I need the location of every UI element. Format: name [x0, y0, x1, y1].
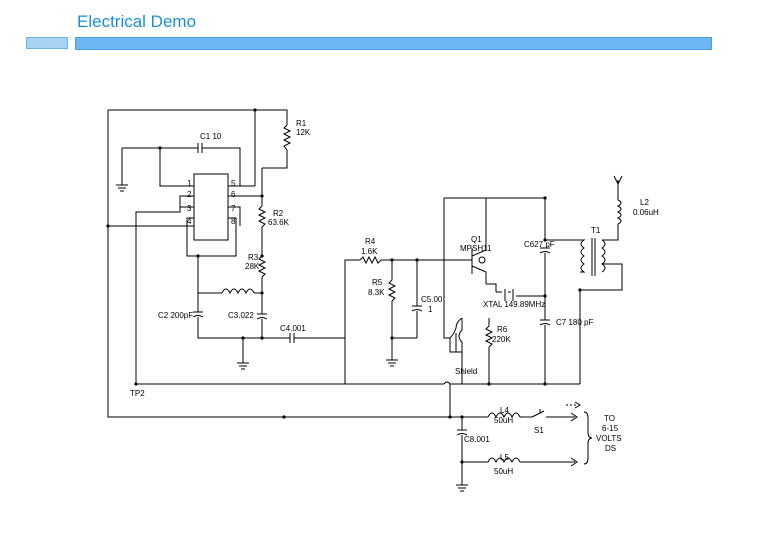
- c5-label: C5.00: [421, 295, 443, 304]
- c5-capacitor: [411, 260, 423, 338]
- r5-resistor: [386, 260, 417, 367]
- ic-pin-1: 1: [187, 179, 192, 188]
- r4-resistor: [344, 255, 456, 384]
- shield-inductor: [449, 317, 463, 384]
- q1-label: Q1: [471, 235, 482, 244]
- output-label-line1: TO: [604, 414, 615, 423]
- ic-pin-8: 8: [231, 217, 236, 226]
- r4-value: 1.6K: [361, 247, 378, 256]
- r1-label: R1: [296, 119, 307, 128]
- c3-capacitor: [256, 313, 268, 338]
- r2-label: R2: [273, 209, 284, 218]
- header-bar: [75, 37, 712, 50]
- page-title: Electrical Demo: [77, 12, 197, 31]
- ground-middle: [237, 338, 249, 370]
- c7-capacitor: [539, 319, 551, 384]
- ic-pin-2: 2: [187, 190, 192, 199]
- ic-pin-3: 3: [187, 204, 192, 213]
- l2-label: L2: [640, 198, 649, 207]
- c5-value: 1: [428, 305, 433, 314]
- r5-label: R5: [372, 278, 383, 287]
- c7-label: C7 180 pF: [556, 318, 593, 327]
- c4-capacitor: [262, 333, 345, 343]
- ic-pin-7: 7: [231, 204, 236, 213]
- r6-value: 220K: [492, 335, 511, 344]
- r5-value: 8.3K: [368, 288, 385, 297]
- l2-inductor: [613, 175, 623, 230]
- bottom-rail: [136, 381, 580, 430]
- r6-label: R6: [497, 325, 508, 334]
- ic-pin-6: 6: [231, 190, 236, 199]
- c8-capacitor: [456, 429, 468, 492]
- c1-label: C1 10: [200, 132, 222, 141]
- q1-value: MPSH11: [460, 244, 492, 253]
- outer-wires: [107, 109, 450, 418]
- r2-value: 63.6K: [268, 218, 290, 227]
- output-label-line3: VOLTS: [596, 434, 622, 443]
- l2-value: 0.06uH: [633, 208, 659, 217]
- l4-inductor: [462, 412, 532, 419]
- xtal-label: XTAL 149.89MHz: [483, 300, 545, 309]
- r4-label: R4: [365, 237, 376, 246]
- l5-inductor: [462, 457, 578, 467]
- output-arrow-top: [566, 401, 581, 409]
- r6-resistor: [484, 318, 494, 384]
- s1-label: S1: [534, 426, 544, 435]
- c6-capacitor: [539, 239, 580, 320]
- s1-switch: [531, 409, 578, 422]
- r1-value: 12K: [296, 128, 311, 137]
- r3-value: 28K: [245, 262, 260, 271]
- header-bar-left: [26, 37, 68, 49]
- tp2-label: TP2: [130, 389, 145, 398]
- r3-resistor: [257, 255, 267, 293]
- r1-resistor: [282, 124, 292, 151]
- c1-capacitor: [116, 143, 241, 192]
- l4-label: L4: [500, 406, 509, 415]
- output-brace: [583, 411, 593, 465]
- t1-transformer: [579, 230, 623, 384]
- junction-dots: [106, 108, 582, 464]
- l5-label: L5: [500, 453, 509, 462]
- l4-value: 50uH: [494, 416, 513, 425]
- l5-value: 50uH: [494, 467, 513, 476]
- output-label-line2: 6-15: [602, 424, 619, 433]
- ic-pin-4: 4: [187, 217, 192, 226]
- q1-transistor: [443, 197, 546, 339]
- r2-resistor: [257, 168, 267, 256]
- crystal-oscillator: [486, 283, 545, 301]
- ic-chip: [135, 173, 262, 384]
- c8-label: C8.001: [464, 435, 490, 444]
- c2-label: C2 200pF: [158, 311, 193, 320]
- t1-label: T1: [591, 226, 601, 235]
- shield-label: Shield: [455, 367, 477, 376]
- c3-label: C3.022: [228, 311, 254, 320]
- c2-capacitor: [192, 293, 262, 339]
- ic-pin-5: 5: [231, 179, 236, 188]
- r3-label: R3: [248, 253, 259, 262]
- c4-label: C4.001: [280, 324, 306, 333]
- output-label-line4: DS: [605, 444, 616, 453]
- c6-label: C627 pF: [524, 240, 555, 249]
